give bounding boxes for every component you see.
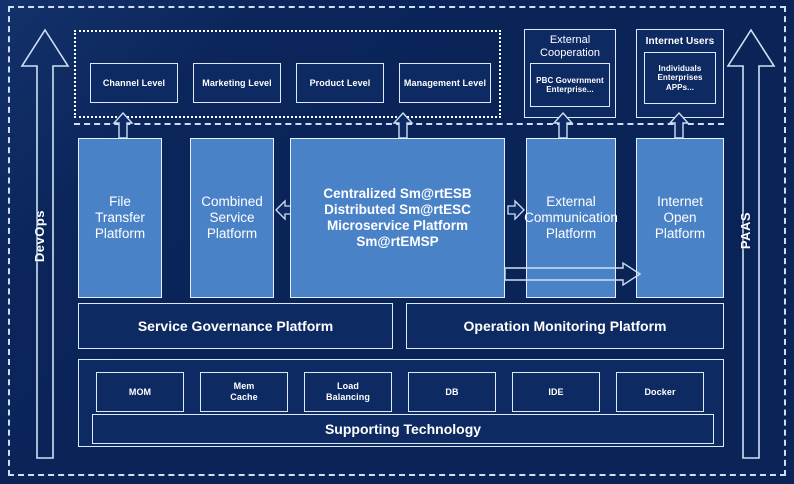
management-level-label: Management Level [403, 77, 487, 88]
file-transfer-line2: Transfer [95, 210, 145, 226]
pbc-government-label: PBC Government [536, 75, 604, 85]
marketing-level-label: Marketing Level [202, 77, 272, 88]
supporting-item-ide[interactable]: IDE [512, 372, 600, 412]
supporting-item-mem-cache[interactable]: Mem Cache [200, 372, 288, 412]
esb-line2: Distributed Sm@rtESC [324, 202, 471, 218]
supporting-item-mom[interactable]: MOM [96, 372, 184, 412]
supporting-technology-label: Supporting Technology [324, 420, 482, 437]
ide-label: IDE [548, 386, 564, 397]
mem-cache-line2: Cache [230, 392, 258, 402]
enterprise-label: Enterprise... [546, 84, 594, 94]
combined-service-line3: Platform [206, 225, 258, 241]
docker-label: Docker [644, 386, 676, 397]
supporting-item-db[interactable]: DB [408, 372, 496, 412]
management-level-box[interactable]: Management Level [399, 63, 491, 103]
product-level-box[interactable]: Product Level [296, 63, 384, 103]
internet-open-platform-box[interactable]: Internet Open Platform [636, 138, 724, 298]
esb-line3: Microservice Platform Sm@rtEMSP [326, 218, 469, 249]
internet-users-title: Internet Users [645, 36, 715, 47]
external-cooperation-box[interactable]: External Cooperation PBC Government Ente… [524, 29, 616, 118]
channel-level-box[interactable]: Channel Level [90, 63, 178, 103]
arrow-right-esb-to-internet-open [504, 261, 642, 290]
paas-label: PAAS [738, 212, 753, 250]
arrow-up-file-transfer [112, 111, 134, 139]
db-label: DB [445, 386, 459, 397]
marketing-level-box[interactable]: Marketing Level [193, 63, 281, 103]
arrow-up-external-communication [552, 111, 574, 139]
internet-open-line1: Internet [657, 194, 703, 210]
operation-monitoring-label: Operation Monitoring Platform [463, 317, 667, 334]
supporting-technology-banner[interactable]: Supporting Technology [92, 414, 714, 444]
internet-open-line3: Platform [654, 225, 706, 241]
external-comm-line2: Communication [524, 210, 618, 226]
internet-users-inner-box: Individuals Enterprises APPs... [644, 51, 716, 104]
individuals-label: Individuals [658, 63, 702, 73]
supporting-item-load-balancing[interactable]: Load Balancing [304, 372, 392, 412]
mom-label: MOM [128, 386, 152, 397]
file-transfer-line3: Platform [94, 225, 146, 241]
arrow-up-esb-to-levels [392, 111, 414, 139]
esb-line1: Centralized Sm@rtESB [323, 186, 472, 202]
file-transfer-line1: File [109, 194, 131, 210]
file-transfer-platform-box[interactable]: File Transfer Platform [78, 138, 162, 298]
service-governance-label: Service Governance Platform [137, 317, 334, 334]
load-balancing-line2: Balancing [326, 392, 370, 402]
supporting-item-docker[interactable]: Docker [616, 372, 704, 412]
channel-level-label: Channel Level [102, 77, 166, 88]
external-comm-line1: External [546, 194, 596, 210]
apps-label: APPs... [665, 82, 695, 92]
combined-service-line1: Combined [201, 194, 263, 210]
external-comm-line3: Platform [545, 225, 597, 241]
centralized-esb-platform-box[interactable]: Centralized Sm@rtESB Distributed Sm@rtES… [290, 138, 505, 298]
arrow-right-esb-to-external [507, 199, 525, 221]
product-level-label: Product Level [309, 77, 371, 88]
service-governance-platform-box[interactable]: Service Governance Platform [78, 303, 393, 349]
load-balancing-line1: Load [337, 381, 359, 392]
mem-cache-line1: Mem [233, 381, 255, 392]
outer-dashed-frame [8, 6, 786, 476]
external-cooperation-inner-box: PBC Government Enterprise... [530, 62, 610, 107]
external-communication-platform-box[interactable]: External Communication Platform [524, 138, 618, 298]
devops-label: DevOps [32, 210, 47, 263]
combined-service-platform-box[interactable]: Combined Service Platform [190, 138, 274, 298]
arrow-up-internet-open [668, 111, 690, 139]
consumer-levels-group [74, 30, 501, 118]
operation-monitoring-platform-box[interactable]: Operation Monitoring Platform [406, 303, 724, 349]
enterprises-label: Enterprises [657, 73, 703, 83]
internet-open-line2: Open [663, 210, 697, 226]
external-cooperation-title-line1: External [549, 34, 591, 46]
paas-up-arrow [726, 28, 776, 460]
devops-up-arrow [20, 28, 70, 460]
internet-users-box[interactable]: Internet Users Individuals Enterprises A… [636, 29, 724, 118]
external-cooperation-title-line2: Cooperation [540, 46, 600, 59]
combined-service-line2: Service [209, 210, 255, 226]
